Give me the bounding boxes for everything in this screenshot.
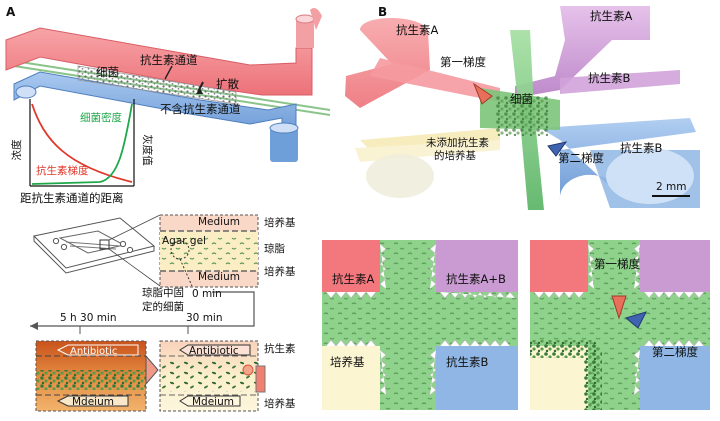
late-medium-label: Mdeium: [72, 396, 114, 408]
b-no-antibiotic-label-2: 的培养基: [434, 149, 476, 162]
distance-axis-label: 距抗生素通道的距离: [20, 191, 124, 205]
time-0-label: 0 min: [192, 288, 222, 300]
gray-value-axis-label: 灰度值: [141, 134, 154, 166]
cl-antibiotic-b-label: 抗生素B: [446, 355, 488, 369]
cl-antibiotic-a-label: 抗生素A: [332, 272, 374, 286]
b-first-gradient-label: 第一梯度: [440, 55, 486, 69]
side-medium-bottom-label: 培养基: [264, 265, 296, 278]
cr-second-gradient-label: 第二梯度: [652, 345, 698, 359]
side-agar-label: 琼脂: [264, 242, 285, 255]
b-antibiotic-a-left-label: 抗生素A: [396, 23, 438, 37]
no-antibiotic-channel-label: 不含抗生素通道: [160, 102, 241, 116]
b-no-antibiotic-label-1: 未添加抗生素: [426, 136, 489, 149]
side-antibiotic-label: 抗生素: [264, 342, 296, 355]
early-antibiotic-label: Antibiotic: [189, 345, 239, 357]
side-medium-top-label: 培养基: [264, 216, 296, 229]
time-5h-label: 5 h 30 min: [60, 312, 117, 324]
early-medium-label: Mdeium: [192, 396, 234, 408]
cl-antibiotic-ab-label: 抗生素A+B: [446, 272, 506, 286]
b-second-gradient-label: 第二梯度: [558, 151, 604, 165]
time-30-label: 30 min: [186, 312, 223, 324]
concentration-axis-label: 浓度: [10, 139, 23, 160]
medium-top-label: Medium: [198, 216, 240, 228]
late-antibiotic-label: Antibiotic: [70, 346, 117, 357]
fixed-bacteria-label-1: 琼脂中固: [142, 286, 184, 299]
device-schematic: [34, 215, 160, 286]
cr-first-gradient-label: 第一梯度: [594, 257, 640, 271]
b-bacteria-label: 细菌: [510, 92, 533, 106]
fixed-bacteria-label-2: 定的细菌: [142, 300, 184, 313]
medium-bottom-label: Medium: [198, 271, 240, 283]
bacteria-density-label: 细菌密度: [80, 111, 122, 124]
side-medium-label: 培养基: [264, 397, 296, 410]
b-antibiotic-b-lower-label: 抗生素B: [620, 141, 662, 155]
panel-a-label: A: [6, 5, 16, 19]
agar-gel-label: Agar gel: [162, 235, 206, 247]
cl-medium-label: 培养基: [330, 355, 365, 369]
diffusion-label: 扩散: [216, 77, 239, 91]
panel-a: A 抗生素通道 细菌 扩散 不含抗生素通道: [6, 5, 330, 205]
antibiotic-gradient-label: 抗生素梯度: [36, 164, 89, 177]
bacteria-label: 细菌: [96, 65, 119, 79]
b-antibiotic-b-right-label: 抗生素B: [588, 71, 630, 85]
b-scale-bar-label: 2 mm: [656, 181, 686, 193]
panel-b-label: B: [378, 5, 387, 19]
antibiotic-channel-label: 抗生素通道: [140, 53, 198, 67]
cross-left: [322, 240, 518, 410]
b-antibiotic-a-right-label: 抗生素A: [590, 9, 632, 23]
